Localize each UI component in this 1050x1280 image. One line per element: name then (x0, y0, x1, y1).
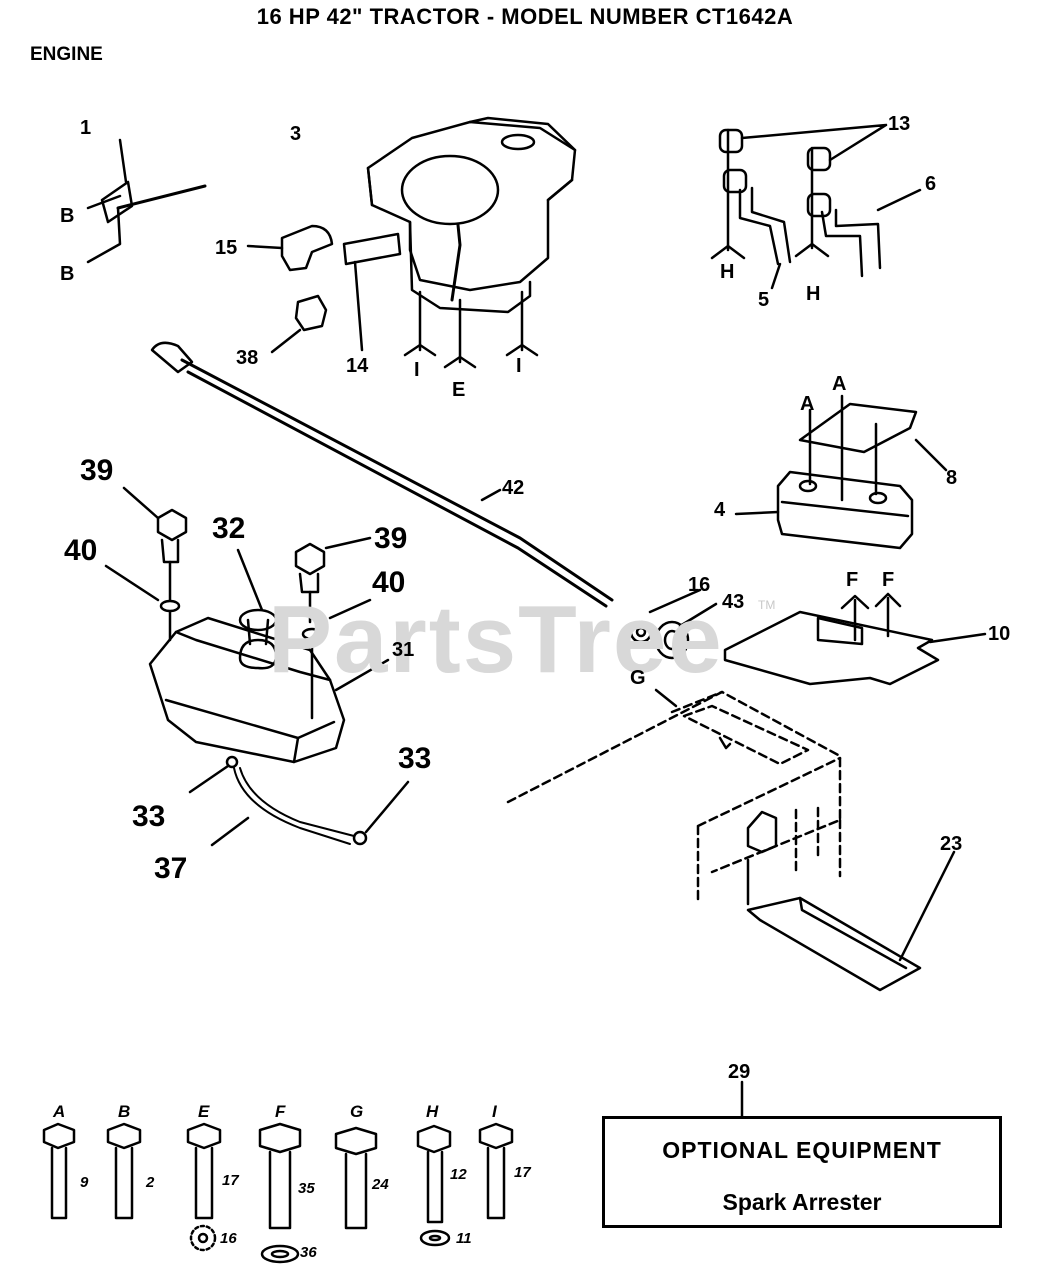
callout-37: 37 (154, 852, 188, 885)
fastener-i (478, 1122, 514, 1220)
part-10-shield (723, 592, 987, 686)
ref-g: G (630, 667, 646, 689)
hardware-f-washer: 36 (300, 1244, 317, 1261)
hardware-i-number: 17 (514, 1164, 531, 1181)
ref-a-left: A (800, 393, 815, 415)
part-38-plug (270, 294, 328, 354)
fastener-f (258, 1122, 302, 1264)
callout-39-left: 39 (80, 454, 114, 487)
fastener-g (334, 1126, 378, 1230)
hardware-row (42, 1122, 514, 1264)
ref-f-left: F (846, 569, 859, 591)
fastener-a (42, 1122, 76, 1220)
part-16-43-washers (629, 588, 718, 660)
part-23-deflector (746, 850, 956, 992)
part-42-dipstick (150, 341, 614, 608)
callout-16: 16 (688, 574, 711, 596)
callout-33-left: 33 (132, 800, 166, 833)
part-13-clamps-hoses (710, 123, 922, 290)
callout-5: 5 (758, 289, 770, 311)
callout-8: 8 (946, 467, 958, 489)
callout-29: 29 (728, 1061, 751, 1083)
hardware-g-letter: G (350, 1102, 364, 1121)
hardware-h-letter: H (426, 1102, 439, 1121)
fastener-h (416, 1124, 452, 1247)
callout-23: 23 (940, 833, 963, 855)
part-37-fuel-line (188, 755, 410, 847)
part-15-elbow (246, 224, 334, 272)
hardware-e-washer: 16 (220, 1230, 237, 1247)
callout-31: 31 (392, 639, 415, 661)
hardware-e-letter: E (198, 1102, 210, 1121)
ref-i-right: I (516, 355, 522, 377)
optional-equipment-title: OPTIONAL EQUIPMENT (662, 1137, 942, 1163)
callout-4: 4 (714, 499, 726, 521)
callout-40-left: 40 (64, 534, 98, 567)
part-14-tube (342, 232, 402, 352)
fastener-b (106, 1122, 142, 1220)
callout-1: 1 (80, 117, 92, 139)
part-31-fuel-tank (148, 548, 390, 764)
hardware-f-number: 35 (298, 1180, 315, 1197)
hardware-h-number: 12 (450, 1166, 467, 1183)
callout-38: 38 (236, 347, 259, 369)
ref-b-upper: B (60, 205, 75, 227)
callout-42: 42 (502, 477, 525, 499)
watermark-tm: TM (758, 598, 776, 612)
callout-3: 3 (290, 123, 302, 145)
callout-39-right: 39 (374, 522, 408, 555)
hardware-e-number: 17 (222, 1172, 239, 1189)
chassis-frame (506, 690, 842, 902)
callout-13: 13 (888, 113, 911, 135)
watermark: PartsTree (268, 586, 724, 693)
ref-i-left: I (414, 359, 420, 381)
callout-10: 10 (988, 623, 1011, 645)
optional-equipment-item: Spark Arrester (722, 1189, 882, 1215)
hardware-a-number: 9 (80, 1174, 89, 1191)
hardware-f-letter: F (275, 1102, 286, 1121)
optional-equipment-box: OPTIONAL EQUIPMENT Spark Arrester (602, 1116, 1002, 1228)
hardware-b-number: 2 (146, 1174, 155, 1191)
section-label: ENGINE (30, 44, 103, 65)
ref-h-left: H (720, 261, 735, 283)
hardware-b-letter: B (118, 1102, 131, 1121)
callout-40-right: 40 (372, 566, 406, 599)
ref-f-right: F (882, 569, 895, 591)
diagram-title: 16 HP 42" TRACTOR - MODEL NUMBER CT1642A (256, 4, 794, 29)
ref-a-right: A (832, 373, 847, 395)
hardware-i-letter: I (492, 1102, 497, 1121)
hardware-h-washer: 11 (456, 1230, 472, 1247)
chassis-bracket (654, 688, 778, 854)
part-1-bracket (86, 138, 207, 264)
ref-h-right: H (806, 283, 821, 305)
fastener-e (186, 1122, 222, 1252)
callout-33-right: 33 (398, 742, 432, 775)
part-3-engine (366, 116, 577, 369)
part-4-muffler (734, 394, 948, 550)
hardware-g-number: 24 (372, 1176, 389, 1193)
hardware-a-letter: A (53, 1102, 66, 1121)
callout-43: 43 (722, 591, 745, 613)
callout-6: 6 (925, 173, 937, 195)
callout-32: 32 (212, 512, 246, 545)
callout-15: 15 (215, 237, 238, 259)
callout-14: 14 (346, 355, 369, 377)
ref-b-lower: B (60, 263, 75, 285)
part-39-bolts (104, 486, 372, 720)
ref-e: E (452, 379, 466, 401)
